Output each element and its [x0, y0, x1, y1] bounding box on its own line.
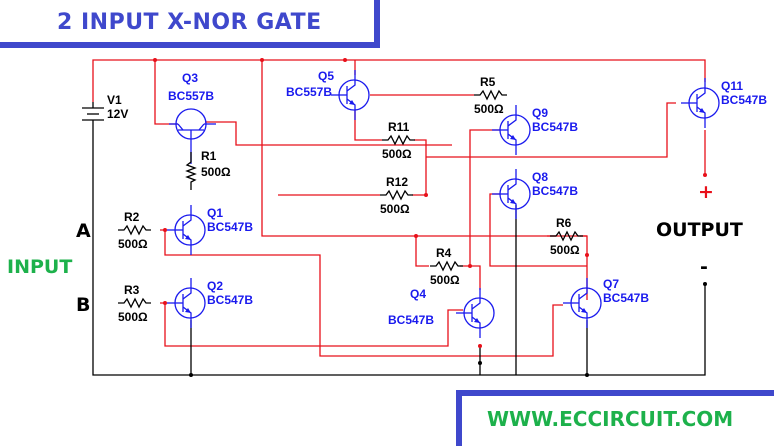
- resistor-value: 500Ω: [118, 310, 148, 324]
- transistor-id: Q2: [207, 279, 223, 293]
- transistor-model: BC547B: [603, 291, 649, 305]
- transistor-id: Q3: [182, 71, 198, 85]
- v1-label: V1: [107, 93, 122, 107]
- transistor-model: BC557B: [168, 89, 214, 103]
- input-b-label: B: [76, 294, 91, 316]
- footer-frame: [456, 390, 774, 446]
- resistor-r3: R3 500Ω: [118, 283, 151, 324]
- wires-supply: [92, 59, 706, 357]
- transistor-id: Q4: [410, 287, 426, 301]
- resistor-r2: R2 500Ω: [118, 210, 151, 251]
- resistor-r1: R1 500Ω: [185, 149, 231, 190]
- transistor-id: Q5: [318, 69, 334, 83]
- resistor-id: R12: [386, 175, 408, 189]
- resistor-id: R3: [124, 283, 140, 297]
- resistor-value: 500Ω: [380, 202, 410, 216]
- resistor-id: R11: [388, 120, 410, 134]
- resistor-value: 500Ω: [201, 165, 231, 179]
- transistor-model: BC547B: [207, 220, 253, 234]
- wires-ground: [92, 125, 706, 376]
- transistor-id: Q9: [532, 106, 548, 120]
- resistor-r4: R4 500Ω: [430, 246, 463, 287]
- resistor-id: R1: [201, 149, 217, 163]
- resistor-value: 500Ω: [474, 102, 504, 116]
- resistor-id: R6: [556, 216, 572, 230]
- resistor-r6: R6 500Ω: [550, 216, 583, 257]
- website-link[interactable]: WWW.ECCIRCUIT.COM: [487, 407, 734, 431]
- resistor-value: 500Ω: [382, 147, 412, 161]
- transistor-id: Q1: [207, 206, 223, 220]
- resistor-r12: R12 500Ω: [380, 175, 413, 216]
- resistor-value: 500Ω: [118, 237, 148, 251]
- transistor-model: BC557B: [286, 85, 332, 99]
- output-minus: -: [700, 256, 708, 278]
- transistor-model: BC547B: [388, 313, 434, 327]
- title-frame: [0, 0, 380, 48]
- resistor-id: R4: [436, 246, 452, 260]
- resistor-value: 500Ω: [430, 273, 460, 287]
- resistor-r5: R5 500Ω: [474, 75, 507, 116]
- battery-v1: V1 12V: [82, 93, 128, 125]
- input-a-label: A: [76, 220, 91, 242]
- junctions: [153, 58, 707, 348]
- transistor-id: Q11: [721, 79, 743, 93]
- output-plus: +: [698, 181, 714, 203]
- resistor-id: R2: [124, 210, 140, 224]
- page-title: 2 INPUT X-NOR GATE: [57, 10, 322, 35]
- junctions-ground: [189, 282, 707, 377]
- transistor-model: BC547B: [532, 120, 578, 134]
- transistor-id: Q8: [532, 170, 548, 184]
- transistor-model: BC547B: [532, 184, 578, 198]
- resistor-value: 500Ω: [550, 243, 580, 257]
- resistor-r11: R11 500Ω: [382, 120, 415, 161]
- transistor-model: BC547B: [721, 93, 767, 107]
- resistor-id: R5: [480, 75, 496, 89]
- transistor-id: Q7: [603, 277, 619, 291]
- transistor-model: BC547B: [207, 293, 253, 307]
- v1-value: 12V: [107, 107, 128, 121]
- output-label: OUTPUT: [656, 219, 743, 241]
- input-label: INPUT: [7, 256, 73, 278]
